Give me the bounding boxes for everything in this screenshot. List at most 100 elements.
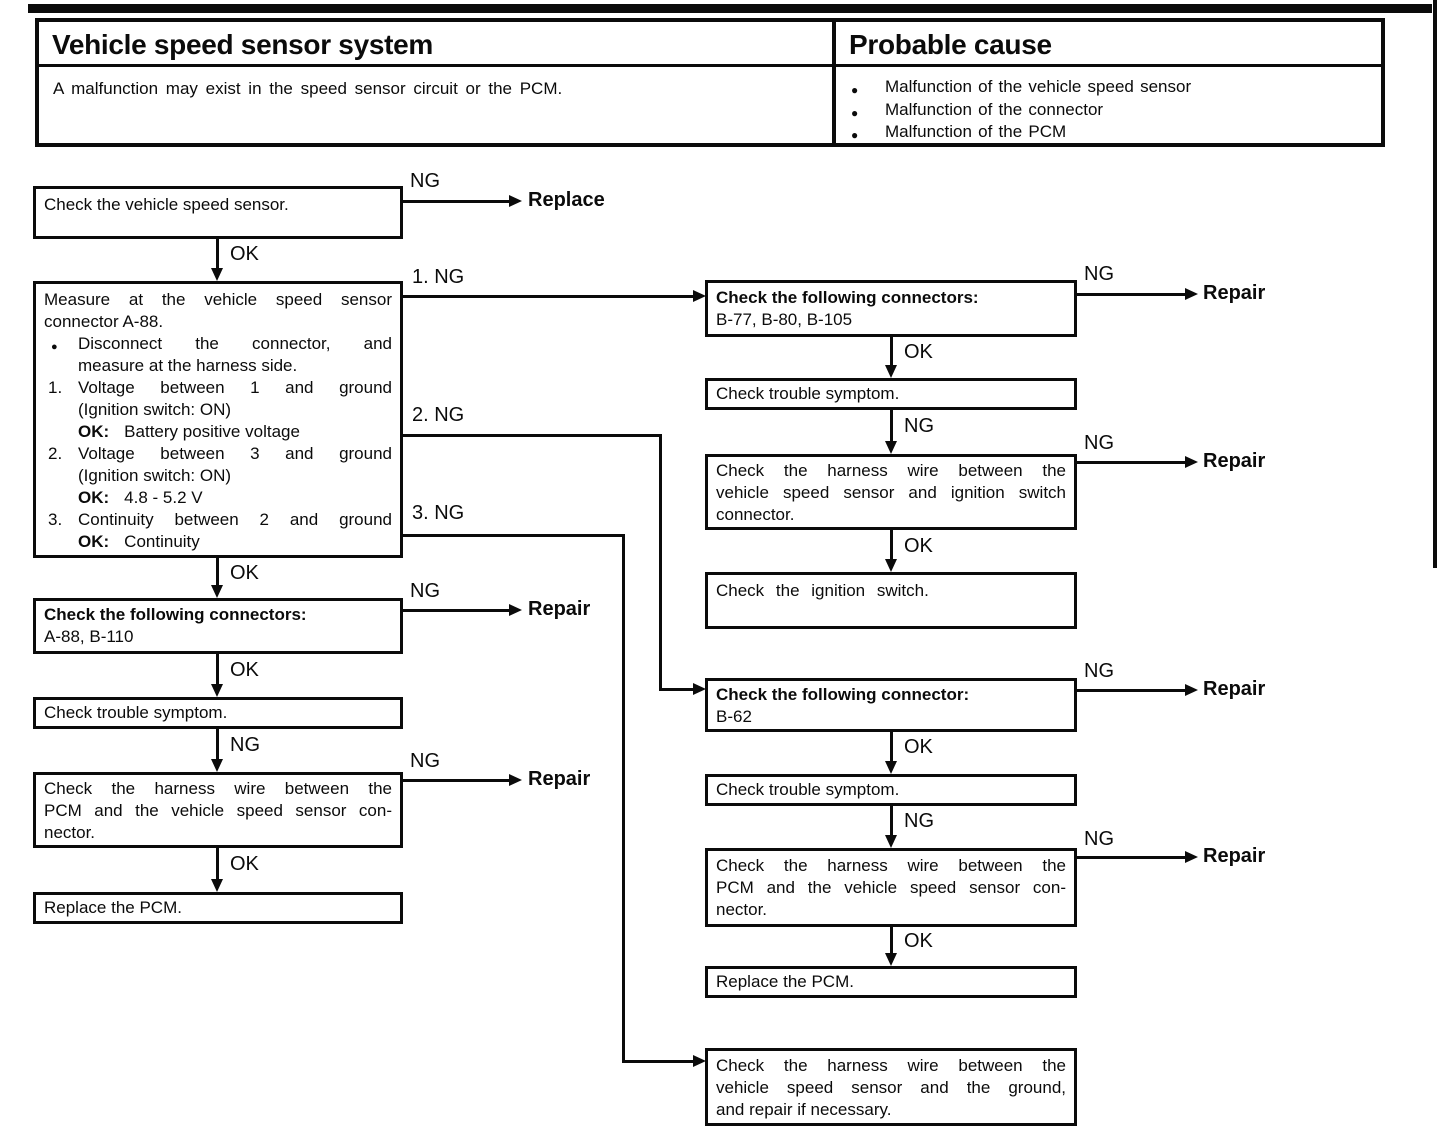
ng1-branch-label: 1. NG: [412, 266, 465, 288]
flow-line: [890, 337, 893, 366]
box-measure-connector-a88: Measure at the vehicle speed sensor conn…: [33, 281, 403, 558]
cause-text: Malfunction of the PCM: [885, 122, 1067, 141]
flow-line: [216, 728, 219, 759]
box-text-line: nector.: [716, 900, 768, 919]
cause-item: ● Malfunction of the vehicle speed senso…: [836, 76, 1381, 99]
flow-line: [216, 848, 219, 879]
connector-list: B-62: [716, 707, 752, 726]
arrowhead-right-icon: [693, 683, 706, 695]
flow-line: [890, 732, 893, 762]
step-ok-line: OK:4.8 - 5.2 V: [78, 487, 392, 509]
ok-value: 4.8 - 5.2 V: [124, 488, 203, 507]
box-replace-pcm-left: Replace the PCM.: [33, 892, 403, 924]
arrowhead-right-icon: [509, 195, 522, 207]
box-text-line: PCM and the vehicle speed sensor con-: [716, 878, 1066, 897]
flow-line: [1077, 856, 1185, 859]
step-condition: (Ignition switch: ON): [78, 466, 232, 485]
repair-terminal-label: Repair: [528, 768, 591, 790]
box-check-trouble-symptom-right-2: Check trouble symptom.: [705, 774, 1077, 806]
ok-value: Battery positive voltage: [124, 422, 300, 441]
step-number: 1.: [48, 378, 63, 397]
probable-cause-list: ● Malfunction of the vehicle speed senso…: [836, 67, 1381, 144]
box-text-line: connector.: [716, 505, 795, 524]
cause-text: Malfunction of the vehicle speed sensor: [885, 77, 1192, 96]
page-edge-scan-line: [1433, 0, 1437, 568]
ng-branch-label: NG: [410, 170, 440, 192]
ok-label: OK:: [78, 422, 110, 441]
box-text-line: Check the harness wire between the: [716, 461, 1066, 480]
arrowhead-right-icon: [1185, 851, 1198, 863]
repair-terminal-label: Repair: [1203, 678, 1266, 700]
box-title: Check the following connector:: [716, 685, 970, 704]
flow-line: [403, 200, 509, 203]
arrowhead-down-icon: [211, 585, 223, 598]
system-column: Vehicle speed sensor system A malfunctio…: [39, 22, 836, 143]
flow-line: [216, 654, 219, 685]
ng2-branch-label: 2. NG: [412, 404, 465, 426]
ng-branch-label: NG: [904, 415, 934, 437]
box-title: Check the following connectors:: [716, 288, 979, 307]
bullet-icon: ●: [51, 341, 58, 353]
cause-item: ● Malfunction of the connector: [836, 99, 1381, 122]
ok-label: OK:: [78, 532, 110, 551]
step-condition: (Ignition switch: ON): [78, 400, 232, 419]
box-harness-pcm-sensor-right: Check the harness wire between the PCM a…: [705, 848, 1077, 927]
box-text-line: Check the harness wire between the: [716, 1056, 1066, 1075]
flow-line: [890, 927, 893, 954]
ng-branch-label: NG: [1084, 263, 1114, 285]
box-check-connector-b62: Check the following connector: B-62: [705, 678, 1077, 732]
cause-text: Malfunction of the connector: [885, 99, 1104, 119]
box-harness-sensor-ignition: Check the harness wire between the vehic…: [705, 454, 1077, 530]
ok-value: Continuity: [124, 532, 200, 551]
flow-line: [890, 410, 893, 442]
measure-step-3: 3. Continuity between 2 and ground OK:Co…: [44, 509, 392, 553]
step-text: Voltage between 1 and ground: [78, 378, 392, 397]
bullet-icon: ●: [851, 105, 859, 120]
arrowhead-right-icon: [693, 290, 706, 302]
flow-line: [216, 238, 219, 270]
arrowhead-down-icon: [885, 761, 897, 774]
flow-line: [403, 434, 662, 437]
ng3-branch-label: 3. NG: [412, 502, 465, 524]
box-harness-pcm-sensor-left: Check the harness wire between the PCM a…: [33, 772, 403, 848]
ng-branch-label: NG: [1084, 828, 1114, 850]
step-ok-line: OK: Battery positive voltage: [78, 421, 392, 443]
box-title: Check the following connectors:: [44, 605, 307, 624]
arrowhead-down-icon: [211, 684, 223, 697]
measure-step-2: 2. Voltage between 3 and ground (Ignitio…: [44, 443, 392, 509]
arrowhead-right-icon: [509, 604, 522, 616]
flow-line: [403, 609, 509, 612]
flow-line: [622, 1060, 693, 1063]
repair-terminal-label: Repair: [1203, 450, 1266, 472]
connector-list: B-77, B-80, B-105: [716, 310, 853, 329]
measure-intro-line: Measure at the vehicle speed sensor: [44, 290, 392, 309]
arrowhead-right-icon: [1185, 684, 1198, 696]
probable-cause-column: Probable cause ● Malfunction of the vehi…: [836, 22, 1381, 143]
box-check-trouble-symptom-left: Check trouble symptom.: [33, 697, 403, 729]
ok-branch-label: OK: [230, 243, 259, 265]
flow-line: [1077, 461, 1185, 464]
box-text-line: nector.: [44, 823, 96, 842]
box-check-trouble-symptom-right-1: Check trouble symptom.: [705, 378, 1077, 410]
step-number: 3.: [48, 510, 63, 529]
arrowhead-down-icon: [885, 953, 897, 966]
system-description: A malfunction may exist in the speed sen…: [53, 79, 563, 98]
ok-branch-label: OK: [904, 736, 933, 758]
ng-branch-label: NG: [1084, 660, 1114, 682]
box-replace-pcm-right: Replace the PCM.: [705, 966, 1077, 998]
arrowhead-right-icon: [1185, 288, 1198, 300]
box-check-vehicle-speed-sensor: Check the vehicle speed sensor.: [33, 186, 403, 239]
flow-line: [1077, 689, 1185, 692]
replace-terminal-label: Replace: [528, 189, 605, 211]
arrowhead-down-icon: [885, 441, 897, 454]
step-text: Voltage between 3 and ground: [78, 444, 392, 463]
step-ok-line: OK: Continuity: [78, 531, 392, 553]
arrowhead-right-icon: [693, 1055, 706, 1067]
ng-branch-label: NG: [1084, 432, 1114, 454]
ok-branch-label: OK: [230, 659, 259, 681]
box-text-line: Check the harness wire between the: [716, 856, 1066, 875]
probable-cause-title: Probable cause: [836, 22, 1381, 67]
arrowhead-down-icon: [885, 835, 897, 848]
measure-bullet-line: measure at the harness side.: [78, 356, 298, 375]
box-text-line: vehicle speed sensor and ignition switch: [716, 483, 1066, 502]
